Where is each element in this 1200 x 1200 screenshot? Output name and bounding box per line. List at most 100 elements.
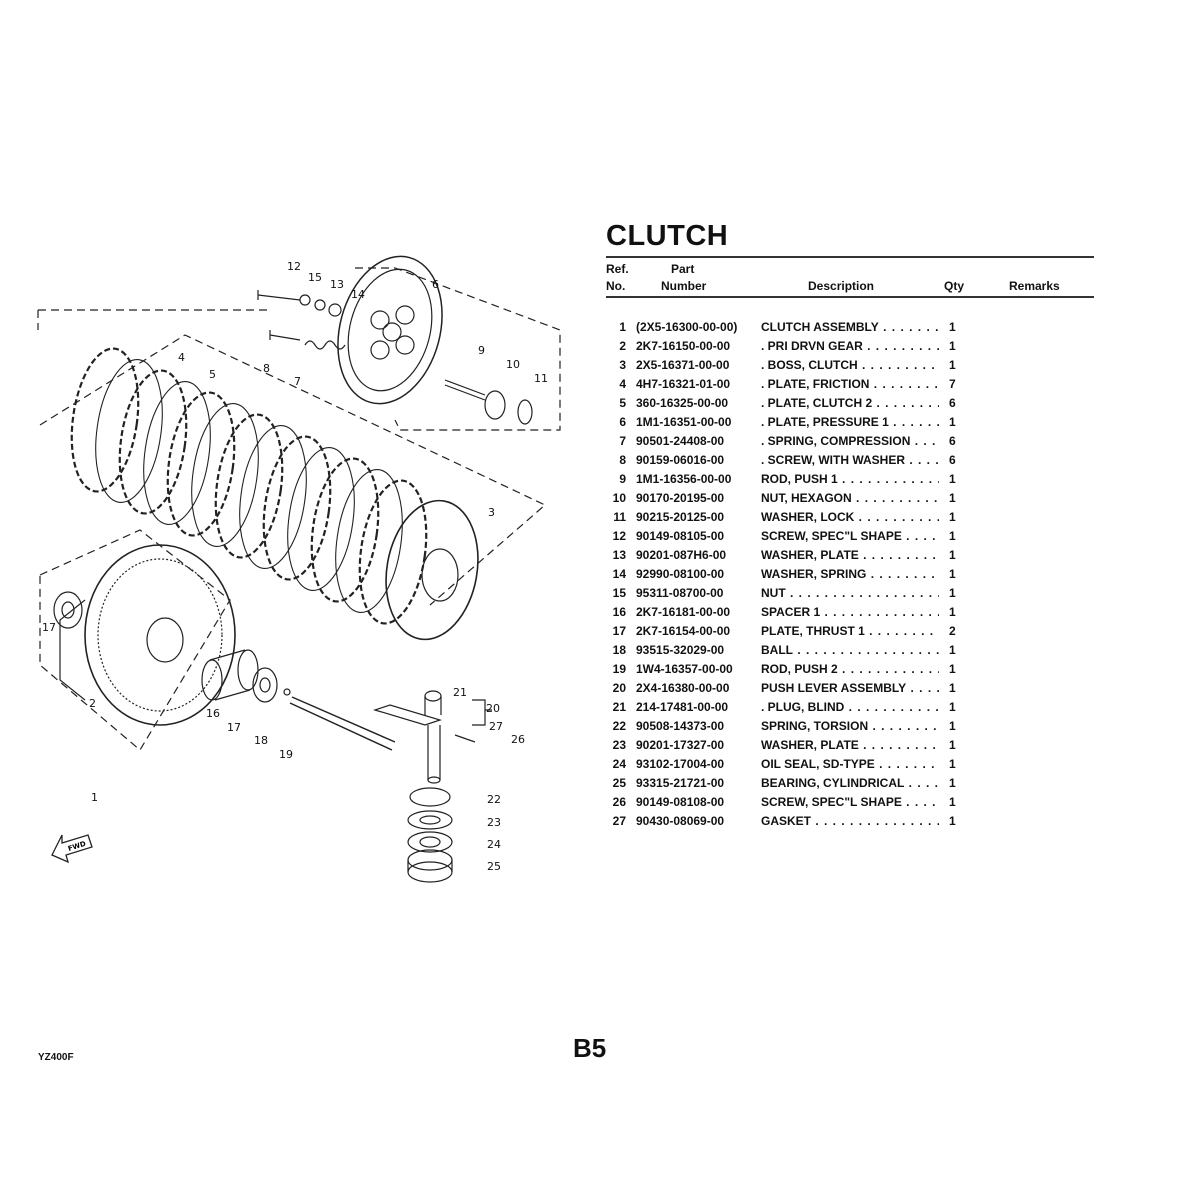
ref-no: 2 [619,339,626,353]
ref-no: 14 [612,567,626,581]
ref-no: 22 [612,719,626,733]
ref-no: 25 [612,776,626,790]
callout-17: 17 [227,721,241,734]
quantity: 1 [949,358,956,372]
part-number: 92990-08100-00 [636,567,725,581]
part-number: 90159-06016-00 [636,453,725,467]
callout-15: 15 [308,271,322,284]
callout-25: 25 [487,860,501,873]
callout-6: 6 [432,278,439,291]
description: . PLATE, FRICTION [761,377,939,391]
friction-plate [310,457,380,603]
quantity: 1 [949,757,956,771]
quantity: 6 [949,396,956,410]
ref-no: 19 [612,662,626,676]
part-number: 95311-08700-00 [636,586,724,600]
description: . PLUG, BLIND [761,700,939,714]
clutch-plate [239,425,307,569]
callout-8: 8 [263,362,270,375]
part-number: 2K7-16181-00-00 [636,605,731,619]
callout-22: 22 [487,793,501,806]
description: ROD, PUSH 2 [761,662,939,676]
callout-19: 19 [279,748,293,761]
part-number: 2X4-16380-00-00 [636,681,730,695]
ref-no: 4 [619,377,626,391]
quantity: 6 [949,453,956,467]
friction-plate [214,413,284,559]
description: ROD, PUSH 1 [761,472,939,486]
quantity: 1 [949,795,956,809]
description: SPACER 1 [761,605,939,619]
description: OIL SEAL, SD-TYPE [761,757,939,771]
quantity: 1 [949,776,956,790]
callout-11: 11 [534,372,548,385]
callout-4: 4 [178,351,185,364]
quantity: 1 [949,738,956,752]
part-number: (2X5-16300-00-00) [636,320,738,334]
table-header: Ref. No. Part Number Description Qty Rem… [606,256,1094,298]
part-number: 90508-14373-00 [636,719,725,733]
callout-17: 17 [42,621,56,634]
header-qty: Qty [944,279,965,293]
ref-no: 3 [619,358,626,372]
part-number: 90201-17327-00 [636,738,725,752]
part-number: 1W4-16357-00-00 [636,662,733,676]
part-number: 2X5-16371-00-00 [636,358,730,372]
part-number: 360-16325-00-00 [636,396,729,410]
description: SCREW, SPEC"L SHAPE [761,795,939,809]
quantity: 2 [949,624,956,638]
part-number: 93515-32029-00 [636,643,725,657]
ref-no: 16 [612,605,626,619]
description: WASHER, PLATE [761,738,939,752]
friction-plate [262,435,332,581]
friction-plate [118,369,188,515]
part-number: 90501-24408-00 [636,434,725,448]
clutch-exploded-diagram: FWD 121513146879101145317211617181921202… [37,255,561,883]
description: NUT, HEXAGON [761,491,939,505]
part-number: 90430-08069-00 [636,814,725,828]
clutch-plate [287,447,355,591]
description: . PLATE, PRESSURE 1 [761,415,939,429]
part-number: 2K7-16154-00-00 [636,624,731,638]
header-remarks: Remarks [1009,279,1060,293]
ref-no: 12 [612,529,626,543]
quantity: 1 [949,719,956,733]
ref-no: 17 [612,624,626,638]
ref-no: 9 [619,472,626,486]
clutch-plate [335,469,403,613]
callout-5: 5 [209,368,216,381]
clutch-plate [143,381,211,525]
header-number: Number [661,279,707,293]
ref-no: 15 [612,586,626,600]
description: . PLATE, CLUTCH 2 [761,396,939,410]
part-number: 1M1-16356-00-00 [636,472,732,486]
ref-no: 18 [612,643,626,657]
part-number: 1M1-16351-00-00 [636,415,732,429]
description: SCREW, SPEC"L SHAPE [761,529,939,543]
callout-9: 9 [478,344,485,357]
quantity: 1 [949,320,956,334]
quantity: 1 [949,529,956,543]
quantity: 1 [949,491,956,505]
callout-14: 14 [351,288,365,301]
ref-no: 11 [613,510,626,524]
callout-12: 12 [287,260,301,273]
ref-no: 13 [612,548,626,562]
header-ref: Ref. [606,262,629,276]
